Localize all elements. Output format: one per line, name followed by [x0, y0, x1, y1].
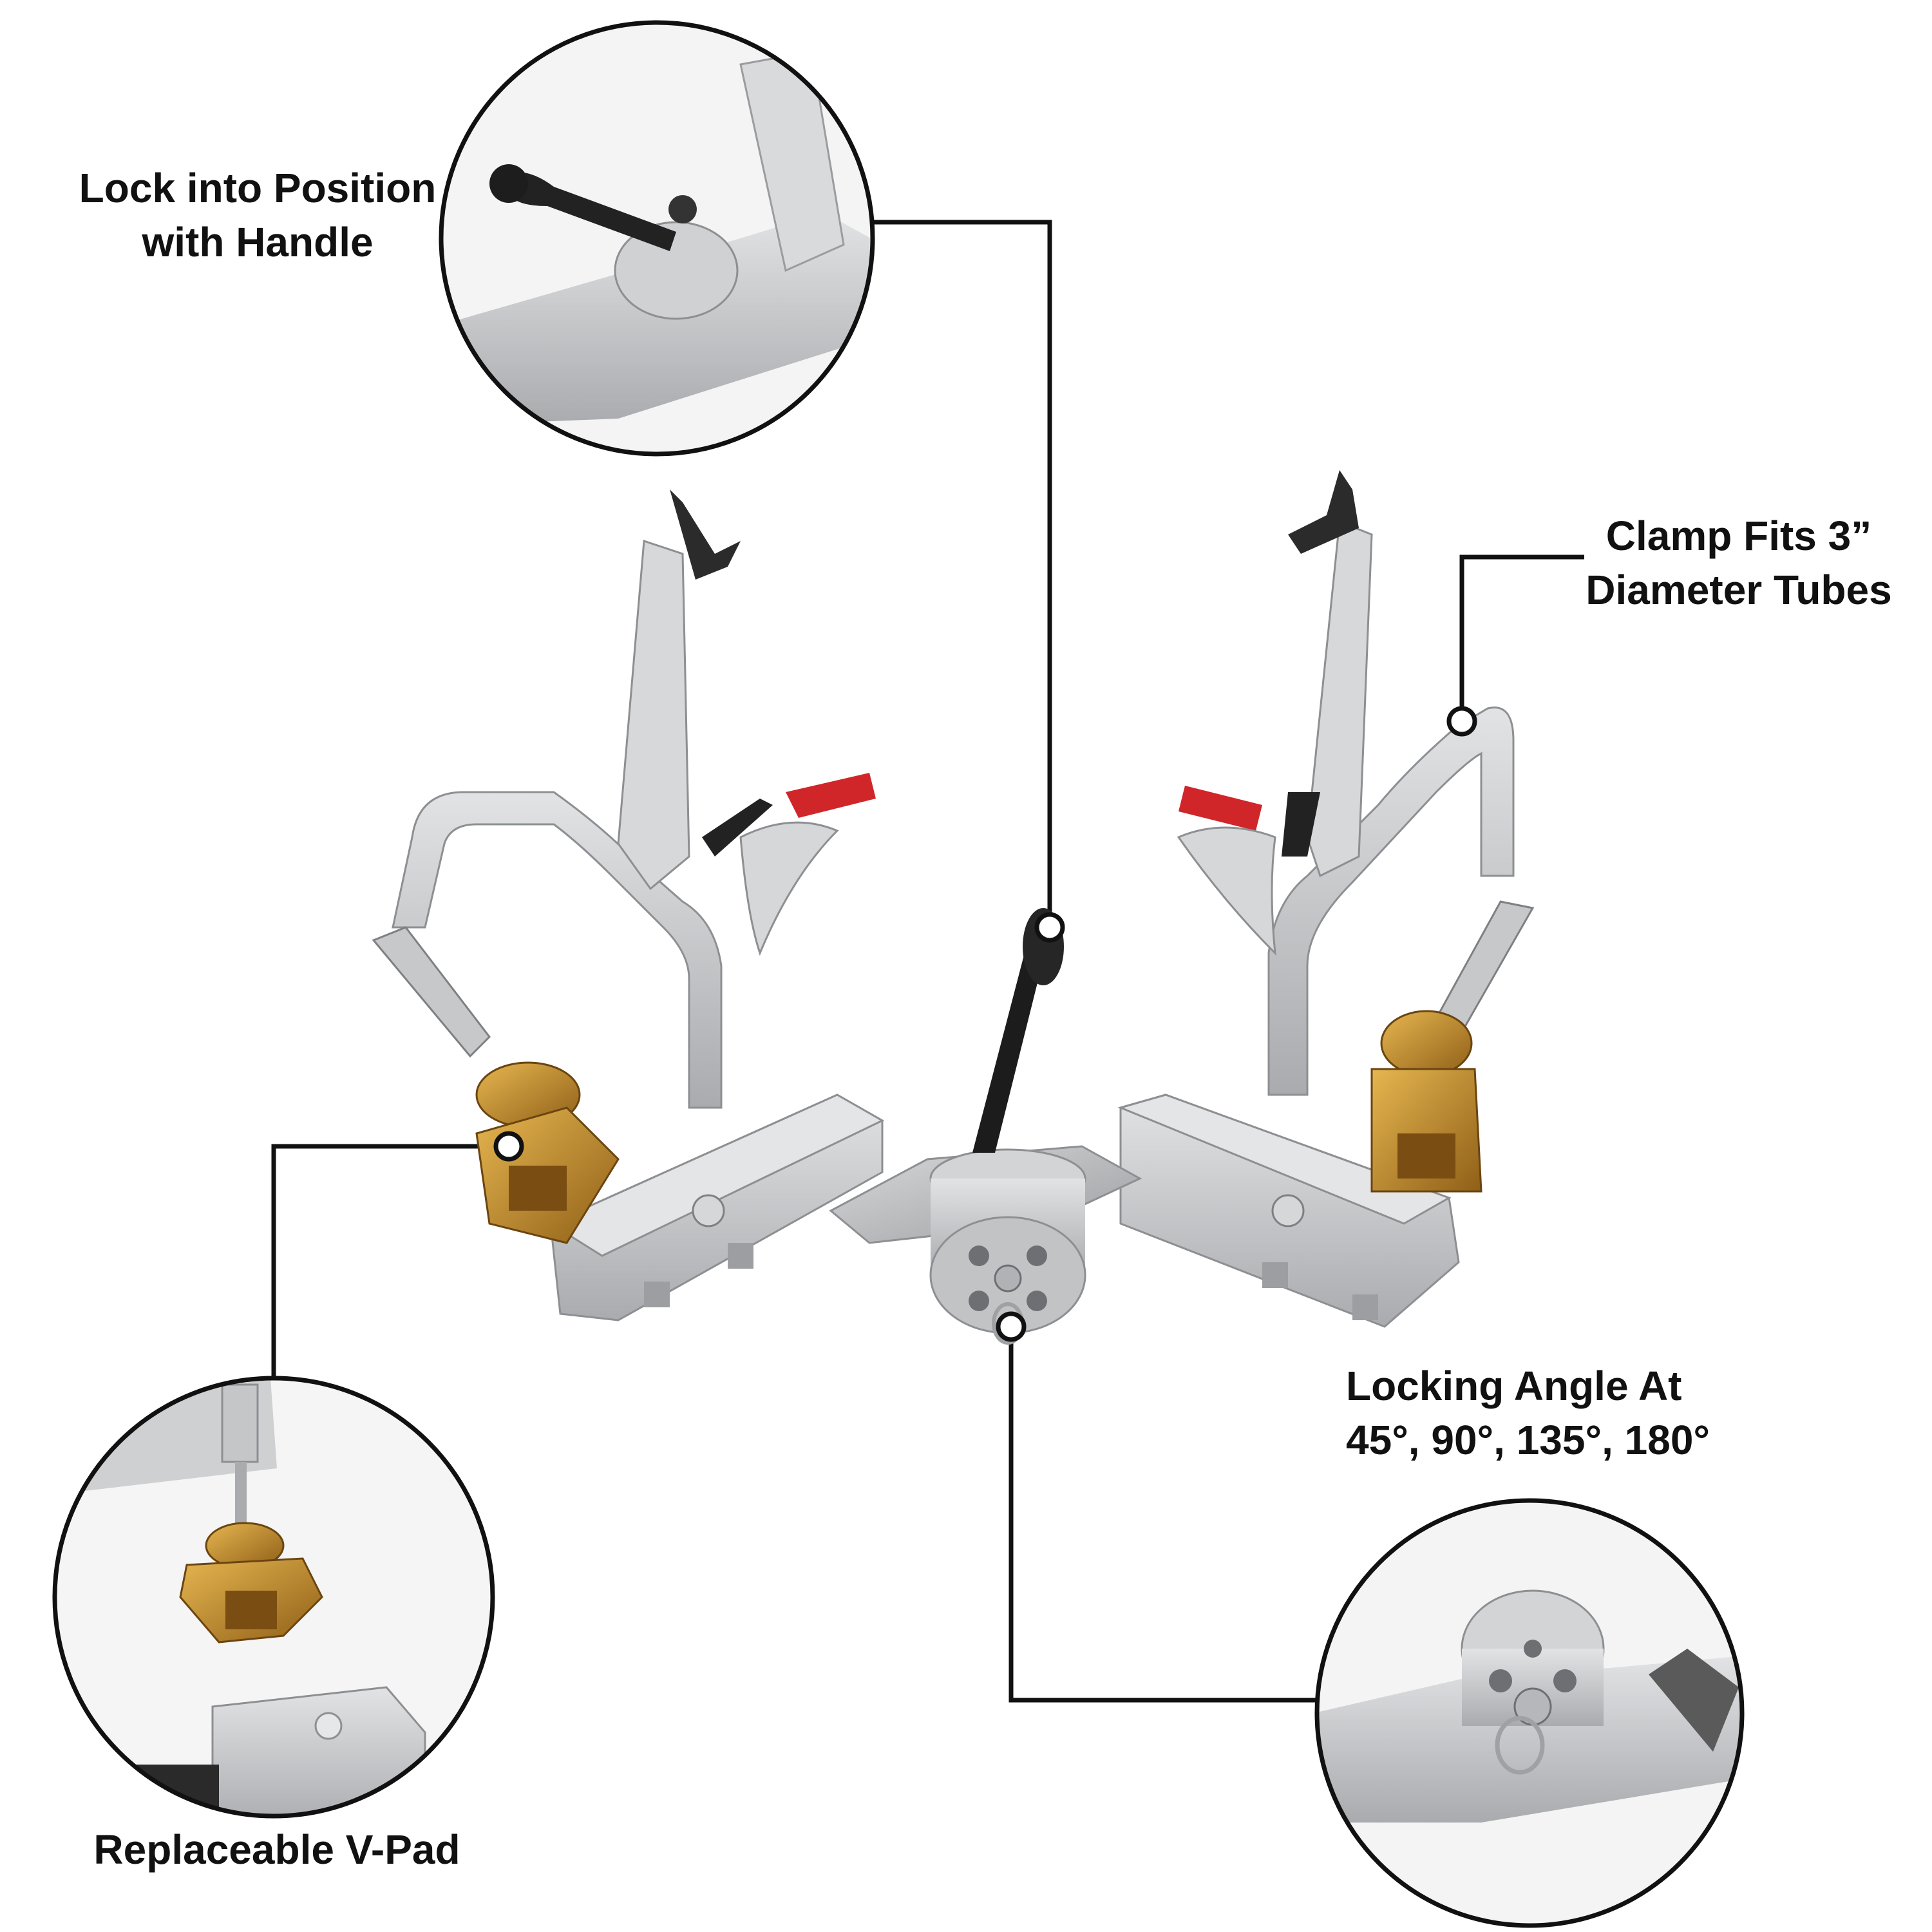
leader-angle	[1009, 1327, 1317, 1703]
screw-icon	[314, 1712, 343, 1740]
callout-angle-line2: 45°, 90°, 135°, 180°	[1346, 1417, 1710, 1463]
callout-clamp-line1: Clamp Fits 3”	[1605, 513, 1872, 559]
callout-handle-line2: with Handle	[142, 219, 374, 265]
callout-vpad-line1: Replaceable V-Pad	[93, 1826, 460, 1873]
dot-angle	[996, 1311, 1027, 1342]
callout-clamp-line2: Diameter Tubes	[1586, 567, 1892, 613]
dot-clamp	[1446, 706, 1477, 737]
leader-vpad	[271, 1144, 509, 1378]
right-v-pad	[1370, 1010, 1482, 1193]
pull-ring-icon	[1495, 1716, 1545, 1775]
leader-handle	[853, 220, 1052, 927]
callout-angle-line1: Locking Angle At	[1346, 1363, 1682, 1409]
leader-lines	[271, 220, 1584, 1703]
callout-vpad: Replaceable V-Pad	[64, 1823, 489, 1877]
corner-clamp-fixture	[372, 470, 1535, 1345]
right-clamp	[1177, 470, 1535, 1193]
lock-handle	[972, 908, 1064, 1153]
detail-angle-circle	[1314, 1498, 1745, 1928]
screw-icon	[1271, 1194, 1305, 1227]
detail-vpad-circle	[52, 1376, 495, 1819]
callout-angle: Locking Angle At 45°, 90°, 135°, 180°	[1346, 1359, 1745, 1467]
callout-handle: Lock into Position with Handle	[77, 161, 438, 269]
dot-vpad	[493, 1131, 524, 1162]
right-base-bar	[1117, 1094, 1460, 1328]
lock-pin-icon	[994, 1264, 1022, 1293]
screw-icon	[692, 1194, 725, 1227]
dot-handle	[1034, 912, 1065, 943]
leader-clamp	[1459, 554, 1584, 721]
center-hub	[829, 1145, 1142, 1345]
bolt-icon	[668, 195, 697, 223]
callout-handle-line1: Lock into Position	[79, 165, 437, 211]
callout-clamp: Clamp Fits 3” Diameter Tubes	[1584, 509, 1893, 617]
leader-dots	[493, 706, 1477, 1342]
detail-handle-circle	[439, 20, 875, 457]
left-base-bar	[548, 1094, 885, 1321]
